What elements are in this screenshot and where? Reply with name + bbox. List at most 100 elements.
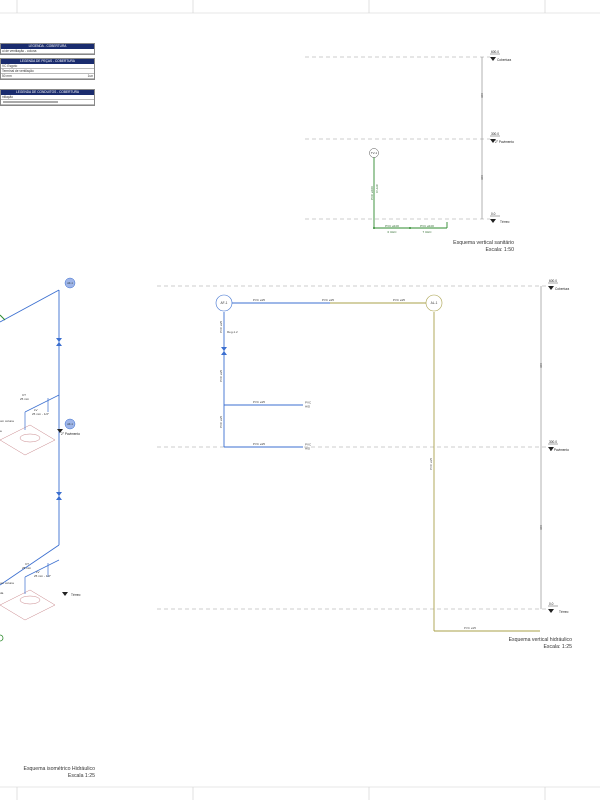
iso-lower-side-2: da <box>0 591 4 595</box>
sanitary-level-value-2: 300.0 <box>491 132 499 136</box>
legend-pecas-row-2: Terminal de ventilação <box>1 69 94 74</box>
hydraulic-level-marker-cobertura: 600.0 Cobertura <box>548 279 569 291</box>
iso-fixture-upper <box>0 424 56 456</box>
iso-level-marker-terreo: Térreo <box>62 592 81 597</box>
hydraulic-register-label: Reg-1.2 <box>227 330 238 334</box>
sanitary-scheme: 300 300 600.0 Cobertura 300.0 2° Pavimen… <box>305 50 514 253</box>
iso-upper-ct-size: 25 mm <box>20 397 30 401</box>
sanitary-level-name-2: 2° Pavimento <box>495 140 514 144</box>
iso-upper-ct: CT <box>22 393 26 397</box>
hydraulic-dim-1: 300 <box>539 363 543 368</box>
iso-green-node-bottom <box>0 634 4 642</box>
sanitary-vertical-pipe-label: PVC ø100 <box>370 186 374 200</box>
iso-level-marker-2pav: 2° Pavimento <box>57 429 80 436</box>
iso-node-mid-label: AF-1 <box>67 422 73 426</box>
legend-pecas-title: LEGENDA DE PEÇAS - COBERTURA <box>1 59 94 64</box>
sanitary-bottom-pipe-label-1: PVC ø100 <box>385 224 399 228</box>
hydraulic-level-marker-terreo: 0.0 Térreo <box>548 602 569 614</box>
iso-upper-side-2: a <box>0 429 2 433</box>
legend-pecas: LEGENDA DE PEÇAS - COBERTURA VC Esgoto T… <box>0 58 95 80</box>
sanitary-vertical-pipe-units: 0 UHC <box>375 183 379 193</box>
iso-level-terreo-label: Térreo <box>71 593 81 597</box>
sanitary-bottom-pipe-sub-1: 0 UHC <box>387 230 397 234</box>
isometric-scheme: AF-1 AF-1 CT 25 mm LV 25 mm - 1/2" om co… <box>0 277 95 779</box>
iso-fixture-lower <box>0 589 56 621</box>
hydraulic-left-pipe-label-2: PVC ø25 <box>219 369 223 382</box>
legend-pecas-row-3: 50 mm 1un <box>1 74 94 79</box>
sanitary-dim-1: 300 <box>480 93 484 98</box>
hydraulic-node-af1-label: AF-1 <box>221 301 228 305</box>
sanitary-bottom-pipe-sub-2: 7 UHC <box>422 230 432 234</box>
hydraulic-caption-scale: Escala: 1:25 <box>543 644 572 650</box>
hydraulic-node-al1 <box>425 294 443 312</box>
sanitary-level-lines <box>305 56 490 220</box>
sanitary-level-marker-cobertura: 600.0 Cobertura <box>490 50 511 62</box>
legend-conduitos-row: ntilação <box>1 95 94 100</box>
hydraulic-top-pipe-label-3: PVC ø25 <box>393 298 406 302</box>
hydraulic-left-pipe-label-3: PVC ø25 <box>219 415 223 428</box>
legend-pecas-row-3-label: 50 mm <box>2 74 12 78</box>
hydraulic-level-marker-2pav: 300.0 2° Pavimento <box>548 440 569 452</box>
hydraulic-level-name-2: 2° Pavimento <box>550 448 569 452</box>
iso-upper-lv: LV <box>34 408 37 412</box>
iso-caption-title: Esquema isométrico Hidráulico <box>23 766 95 772</box>
hydraulic-node-al1-label: AL-1 <box>431 301 438 305</box>
hydraulic-level-value-3: 0.0 <box>549 602 554 606</box>
iso-caption-scale: Escala 1:25 <box>68 773 95 779</box>
hydraulic-right-pipe-label: PVC ø25 <box>429 457 433 470</box>
iso-lower-ct: CT <box>25 562 29 566</box>
sanitary-level-marker-terreo: 0.0 Térreo <box>490 212 510 224</box>
hydraulic-level-lines <box>157 285 548 610</box>
hydraulic-branch-2-end-2: HID <box>305 447 311 451</box>
sanitary-level-marker-2pav: 300.0 2° Pavimento <box>490 132 514 144</box>
iso-node-mid <box>64 418 76 430</box>
sanitary-level-name-1: Cobertura <box>497 58 511 62</box>
legend-cobertura-title: LEGENDA - COBERTURA <box>1 44 94 49</box>
sanitary-junction <box>373 227 375 229</box>
hydraulic-level-value-1: 600.0 <box>549 279 557 283</box>
hydraulic-branch-2-label: PVC ø25 <box>253 442 266 446</box>
hydraulic-branch-2-end-1: PVC <box>305 443 312 447</box>
legend-cobertura-row: ul de ventilação - coluna <box>1 49 94 54</box>
legend-conduitos-line-sample <box>3 101 58 104</box>
sanitary-caption-scale: Escala: 1:50 <box>485 247 514 253</box>
iso-lower-branch <box>0 544 60 586</box>
iso-node-top-label: AF-1 <box>67 281 73 285</box>
sanitary-level-value-1: 600.0 <box>491 50 499 54</box>
sanitary-bottom-pipe-label-2: PVC ø100 <box>420 224 434 228</box>
hydraulic-level-value-2: 300.0 <box>549 440 557 444</box>
legend-conduitos: LEGENDA DE CONDUITOS - COBERTURA ntilaçã… <box>0 89 95 106</box>
legend-cobertura: LEGENDA - COBERTURA ul de ventilação - c… <box>0 43 95 55</box>
hydraulic-scheme: 300 300 600.0 Cobertura 300.0 2° Pavimen… <box>157 279 572 650</box>
sanitary-caption-title: Esquema vertical sanitário <box>453 240 514 246</box>
sanitary-node-label: TV-1 <box>371 151 378 155</box>
sanitary-level-value-3: 0.0 <box>491 212 496 216</box>
legend-conduitos-bar-row <box>1 100 94 105</box>
hydraulic-branch-1-label: PVC ø25 <box>253 400 266 404</box>
hydraulic-bottom-pipe-label: PVC ø25 <box>464 626 477 630</box>
hydraulic-level-name-3: Térreo <box>559 610 569 614</box>
hydraulic-left-pipe-label-1: PVC ø25 <box>219 320 223 333</box>
iso-valve-top <box>56 338 62 346</box>
iso-upper-lv-size: 25 mm - 1/2" <box>32 412 49 416</box>
legend-pecas-row-1: VC Esgoto <box>1 64 94 69</box>
iso-branch-lower <box>24 559 60 594</box>
sanitary-level-name-3: Térreo <box>500 220 510 224</box>
iso-upper-side: om coluna <box>0 419 14 423</box>
iso-lower-lv: LV <box>36 570 39 574</box>
iso-level-2pav-label: 2° Pavimento <box>61 432 80 436</box>
legend-pecas-row-3-qty: 1un <box>87 74 93 78</box>
hydraulic-level-name-1: Cobertura <box>555 287 569 291</box>
hydraulic-dim-2: 300 <box>539 525 543 530</box>
hydraulic-caption-title: Esquema vertical hidráulico <box>509 637 573 643</box>
iso-node-top <box>64 277 76 289</box>
sanitary-fitting <box>409 227 411 229</box>
iso-lower-ct-size: 25 mm <box>22 566 32 570</box>
iso-valve-lower <box>56 492 62 500</box>
iso-branch-upper <box>24 394 60 430</box>
hydraulic-node-af1 <box>215 294 233 312</box>
iso-lower-lv-size: 25 mm - 1/2" <box>34 574 51 578</box>
iso-top-branch <box>0 289 60 323</box>
